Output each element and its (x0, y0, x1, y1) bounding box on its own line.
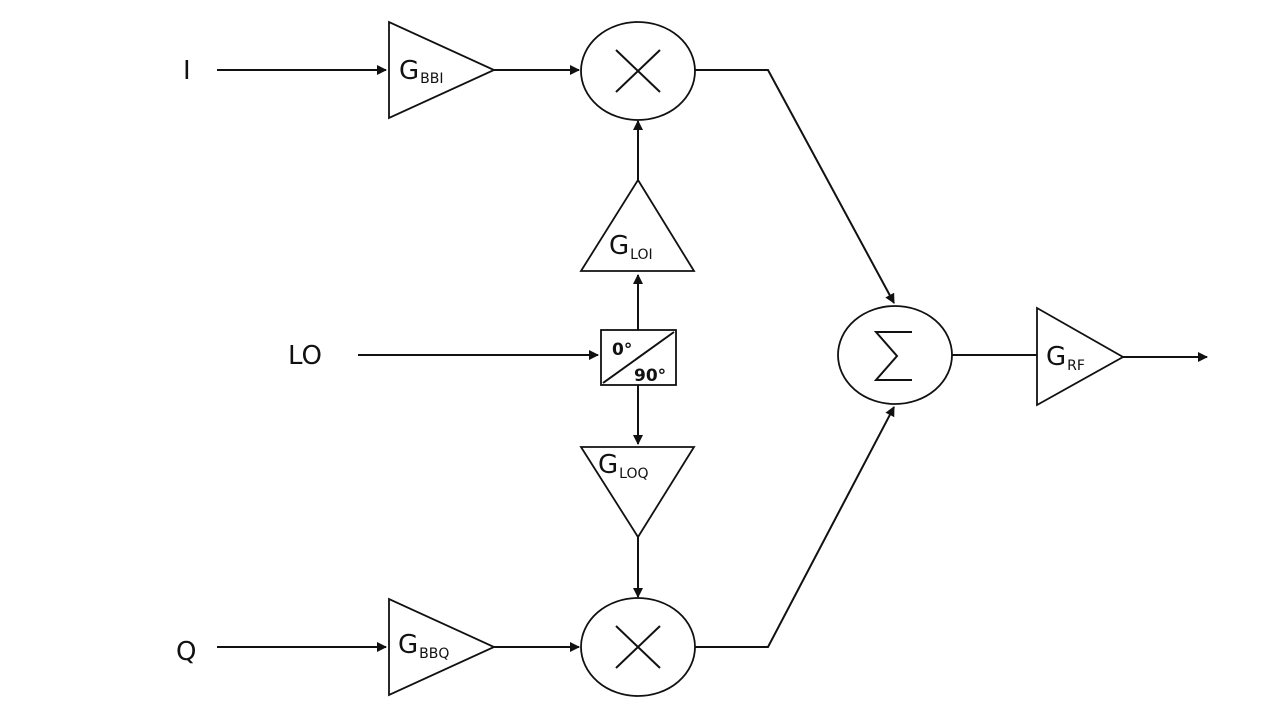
amp-gloq-label: GLOQ (598, 450, 649, 482)
phase-splitter-divider (602, 331, 675, 384)
multiply-icon (615, 49, 661, 93)
amp-grf (1036, 306, 1125, 407)
amp-gbbi (388, 20, 497, 120)
sigma-icon (873, 331, 912, 381)
wire-mixer-q-to-summer (695, 406, 895, 648)
phase-splitter-0-label: 0° (612, 340, 632, 360)
amp-gloq (579, 446, 696, 539)
amp-gbbq-label: GBBQ (398, 630, 449, 662)
amp-grf-label: GRF (1046, 342, 1085, 374)
input-q-label: Q (176, 637, 196, 667)
wire-mixer-i-to-summer (695, 69, 895, 304)
amp-gloi-label: GLOI (609, 231, 653, 263)
amp-gbbq (388, 597, 497, 697)
phase-splitter-90-label: 90° (634, 366, 666, 386)
amp-gloi (579, 178, 696, 272)
input-i-label: I (183, 56, 191, 86)
amp-gbbi-label: GBBI (399, 56, 444, 87)
input-lo-label: LO (288, 341, 322, 371)
multiply-icon (615, 625, 661, 669)
